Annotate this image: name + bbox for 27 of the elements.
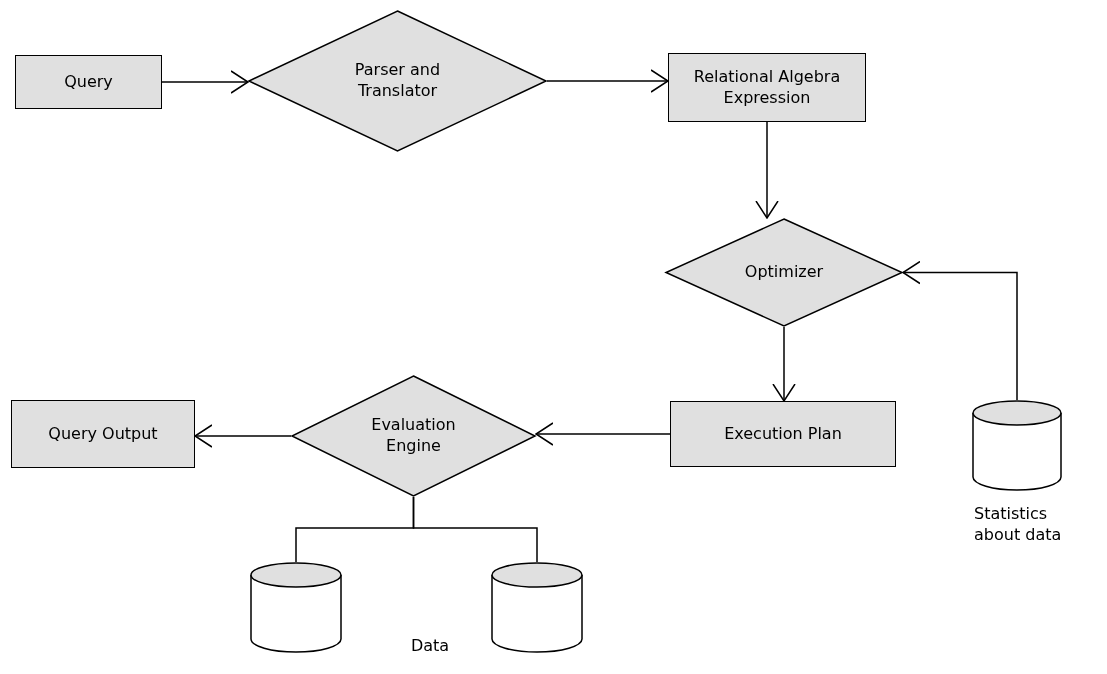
node-label: Evaluation Engine xyxy=(370,415,457,457)
node-label: Parser and Translator xyxy=(353,60,442,102)
caption-label: Data xyxy=(409,636,451,657)
arrow xyxy=(161,70,249,94)
decision-diamond xyxy=(291,375,536,497)
arrow xyxy=(194,424,292,448)
arrow xyxy=(546,69,669,93)
database-cylinder xyxy=(491,562,583,652)
database-cylinder xyxy=(250,562,342,652)
database-cylinder xyxy=(972,400,1062,490)
decision-diamond xyxy=(248,10,547,152)
process-box xyxy=(15,55,162,109)
node-label: Query xyxy=(64,71,113,93)
node-caption: Statistics about data xyxy=(974,504,1063,546)
node-label: Execution Plan xyxy=(724,423,842,445)
arrow xyxy=(535,422,671,446)
arrow xyxy=(902,260,1018,401)
arrow xyxy=(772,326,796,402)
node-label: Optimizer xyxy=(744,262,824,283)
connector-line xyxy=(412,496,538,563)
decision-diamond xyxy=(665,218,903,327)
process-box xyxy=(670,401,896,467)
process-box xyxy=(668,53,866,122)
node-label: Relational Algebra Expression xyxy=(692,66,842,109)
process-box xyxy=(11,400,195,468)
node-label: Query Output xyxy=(48,423,158,445)
arrow xyxy=(755,121,779,219)
